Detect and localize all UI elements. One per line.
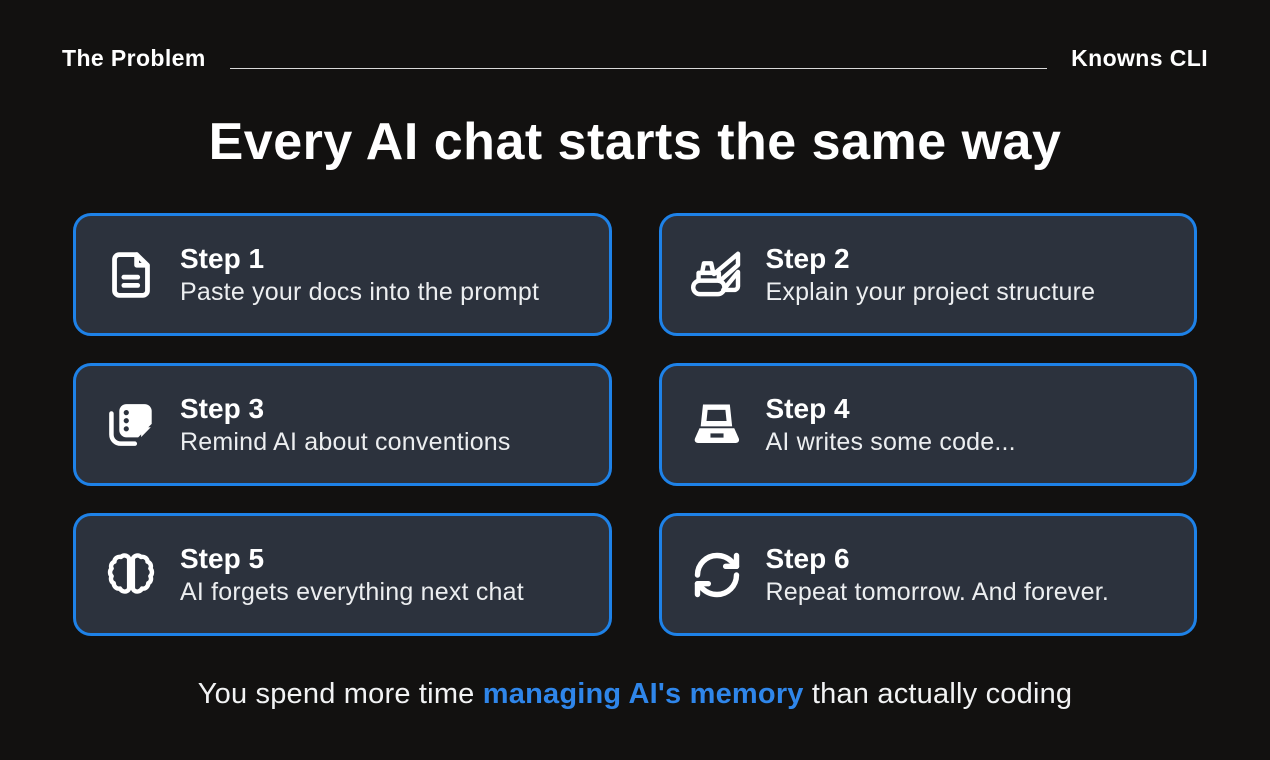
step-description: Explain your project structure: [765, 277, 1096, 306]
page-title: Every AI chat starts the same way: [208, 113, 1062, 171]
header-right-label: Knowns CLI: [1071, 45, 1208, 71]
notes-icon: [101, 397, 161, 453]
document-icon: [101, 247, 161, 303]
footer-highlight: managing AI's memory: [482, 678, 804, 710]
step-title: Step 3: [180, 392, 265, 424]
header-divider-line: [229, 67, 1048, 70]
header-left-label: The Problem: [62, 45, 206, 71]
step-card-6: Step 6 Repeat tomorrow. And forever.: [658, 513, 1197, 636]
laptop-icon: [687, 397, 747, 453]
step-card-texts: Step 3 Remind AI about conventions: [180, 391, 511, 458]
sync-icon: [687, 549, 747, 601]
step-description: Remind AI about conventions: [180, 427, 511, 456]
step-card-2: Step 2 Explain your project structure: [658, 213, 1197, 336]
step-title: Step 1: [180, 242, 265, 274]
step-card-texts: Step 5 AI forgets everything next chat: [180, 541, 524, 608]
step-title: Step 5: [180, 542, 265, 574]
excavator-icon: [687, 247, 747, 303]
step-title: Step 4: [765, 392, 850, 424]
step-card-texts: Step 6 Repeat tomorrow. And forever.: [766, 541, 1109, 608]
footer-text-before: You spend more time: [197, 678, 483, 710]
steps-grid: Step 1 Paste your docs into the prompt S…: [73, 213, 1197, 636]
step-card-texts: Step 1 Paste your docs into the prompt: [180, 241, 539, 308]
step-description: AI writes some code...: [765, 427, 1016, 456]
step-card-texts: Step 2 Explain your project structure: [766, 241, 1096, 308]
step-title: Step 2: [765, 242, 850, 274]
step-description: AI forgets everything next chat: [180, 577, 524, 606]
brain-icon: [101, 547, 161, 603]
header: The Problem Knowns CLI: [0, 0, 1270, 72]
step-card-1: Step 1 Paste your docs into the prompt: [73, 213, 612, 336]
step-card-5: Step 5 AI forgets everything next chat: [73, 513, 612, 636]
footer-text-after: than actually coding: [803, 678, 1073, 710]
step-card-3: Step 3 Remind AI about conventions: [73, 363, 612, 486]
step-description: Paste your docs into the prompt: [180, 277, 540, 306]
step-card-texts: Step 4 AI writes some code...: [766, 391, 1016, 458]
step-title: Step 6: [765, 542, 850, 574]
step-description: Repeat tomorrow. And forever.: [765, 577, 1109, 606]
step-card-4: Step 4 AI writes some code...: [658, 363, 1197, 486]
footer-statement: You spend more time managing AI's memory…: [0, 678, 1270, 711]
